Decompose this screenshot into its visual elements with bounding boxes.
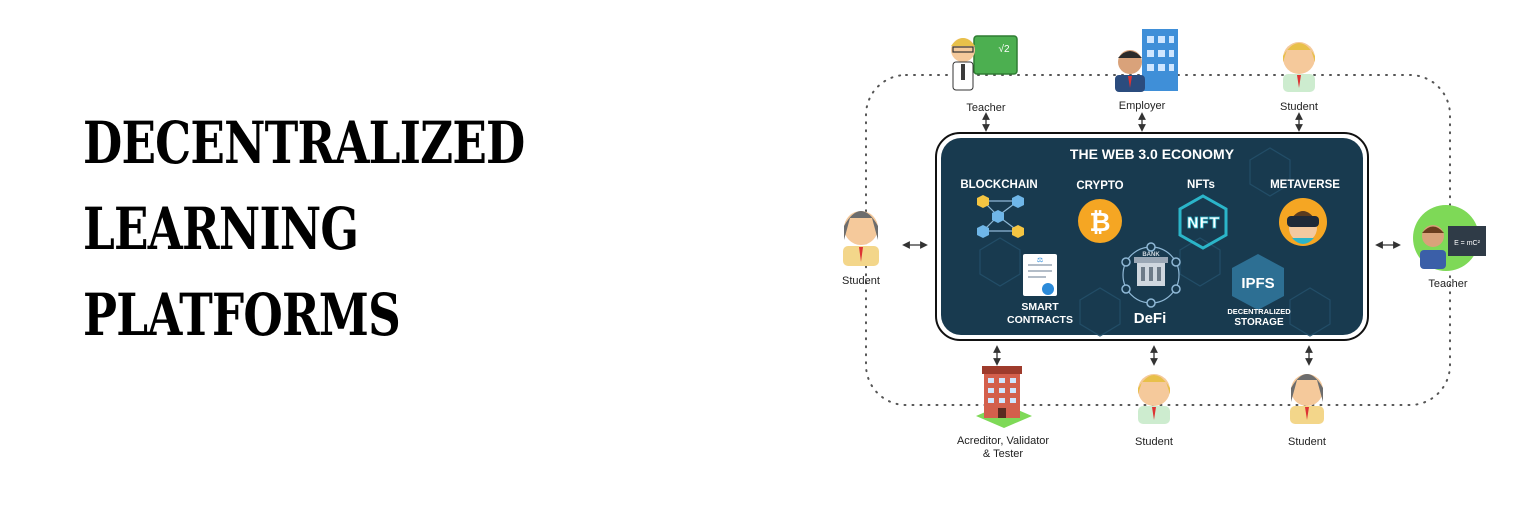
title-line-2: LEARNING [83,195,359,263]
student-bottom-right-label: Student [1288,436,1326,448]
defi-bank-icon: BANK [1121,242,1181,308]
svg-text:E = mC²: E = mC² [1454,240,1481,247]
teacher-right-figure: E = mC² [1413,205,1486,271]
student-bottom-mid-label: Student [1135,436,1173,448]
title-line-1: DECENTRALIZED [83,109,525,177]
student-left-label: Student [842,275,880,287]
nft-icon: NFT [1178,194,1228,250]
nft-badge-text: NFT [1186,214,1220,232]
accreditor-label-2: & Tester [983,448,1023,460]
teacher-top-figure: √2 [951,35,1018,91]
employer-label: Employer [1119,100,1166,112]
connector-arrows [902,112,1401,366]
smart-contract-icon: ⚖ [1023,254,1057,296]
accreditor-building-figure [976,366,1032,428]
svg-text:√2: √2 [998,43,1009,55]
storage-label-1: DECENTRALIZED [1227,307,1291,316]
metaverse-label: METAVERSE [1270,179,1340,191]
blockchain-label: BLOCKCHAIN [960,179,1037,191]
smart-contracts-label-1: SMART [1021,301,1059,313]
web3-economy-panel: THE WEB 3.0 ECONOMY BLOCKCHAIN CRYPTO NF… [935,132,1369,341]
student-bottom-right-figure [1290,374,1324,424]
teacher-right-label: Teacher [1428,278,1467,290]
bitcoin-icon: ₿ [1078,199,1122,243]
defi-label: DeFi [1134,310,1167,327]
student-top-label: Student [1280,101,1318,113]
ipfs-icon: IPFS [1232,254,1284,310]
svg-text:⚖: ⚖ [1037,256,1043,264]
svg-text:₿: ₿ [1089,208,1110,238]
student-top-figure [1283,42,1315,92]
smart-contracts-label-2: CONTRACTS [1007,314,1073,326]
storage-label-2: STORAGE [1234,317,1284,328]
page-title: DECENTRALIZED LEARNING PLATFORMS [83,100,525,358]
metaverse-vr-icon [1279,198,1327,246]
blockchain-icon [977,195,1024,238]
teacher-top-label: Teacher [966,102,1005,114]
student-left-figure [843,211,879,266]
employer-figure [1115,29,1178,92]
accreditor-label-1: Acreditor, Validator [957,435,1049,447]
economy-title: THE WEB 3.0 ECONOMY [1070,146,1235,162]
bank-sign-text: BANK [1142,252,1160,258]
crypto-label: CRYPTO [1076,180,1123,192]
ipfs-label: IPFS [1241,275,1274,292]
nfts-label: NFTs [1187,179,1215,191]
title-line-3: PLATFORMS [83,281,401,349]
student-bottom-mid-figure [1138,374,1170,424]
